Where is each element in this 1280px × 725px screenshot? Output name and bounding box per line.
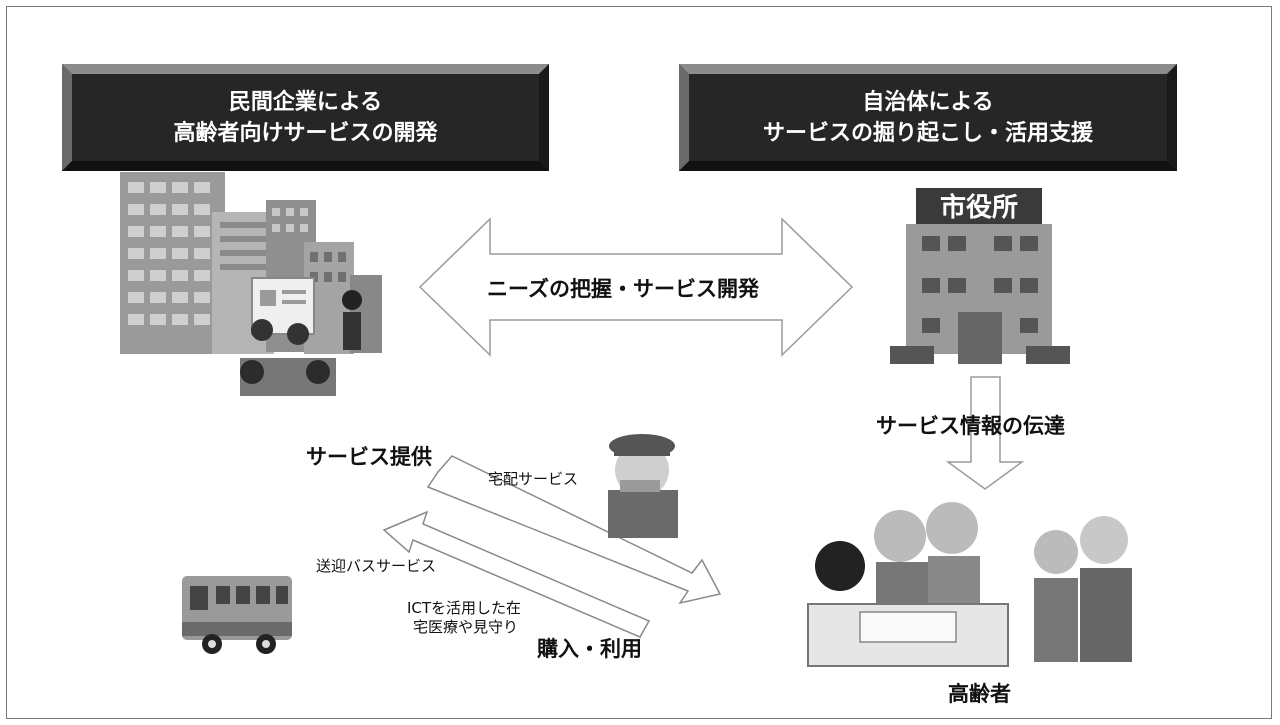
bus-illustration bbox=[182, 576, 292, 654]
delivery-service-label: 宅配サービス bbox=[488, 470, 579, 488]
ict-label-line2: 宅医療や見守り bbox=[413, 618, 519, 636]
shuttle-bus-label: 送迎バスサービス bbox=[316, 557, 437, 575]
city-hall-illustration bbox=[890, 188, 1070, 364]
diagram-frame bbox=[6, 6, 1272, 719]
city-hall-sign: 市役所 bbox=[940, 192, 1018, 223]
needs-double-arrow bbox=[418, 217, 854, 357]
elderly-consultation-illustration bbox=[807, 502, 1132, 667]
service-provision-label: サービス提供 bbox=[306, 445, 432, 469]
private-box-line1: 民間企業による bbox=[228, 89, 383, 115]
service-provision-arrow bbox=[426, 455, 722, 605]
municipality-box-line2: サービスの掘り起こし・活用支援 bbox=[762, 120, 1093, 146]
bevel-frame bbox=[62, 64, 549, 171]
municipality-box: 自治体による サービスの掘り起こし・活用支援 bbox=[679, 64, 1177, 171]
info-arrow-label: サービス情報の伝達 bbox=[876, 414, 1065, 438]
purchase-use-arrow bbox=[382, 510, 651, 638]
municipality-box-line1: 自治体による bbox=[862, 89, 994, 115]
private-box-line2: 高齢者向けサービスの開発 bbox=[173, 120, 438, 146]
elderly-label: 高齢者 bbox=[948, 682, 1011, 706]
ict-label-line1: ICTを活用した在 bbox=[407, 599, 522, 617]
bevel-frame bbox=[679, 64, 1177, 171]
needs-arrow-label: ニーズの把握・サービス開発 bbox=[487, 277, 759, 301]
office-buildings-illustration bbox=[120, 172, 382, 396]
info-down-arrow bbox=[945, 376, 1025, 490]
delivery-worker-illustration bbox=[608, 434, 678, 538]
purchase-use-label: 購入・利用 bbox=[537, 637, 642, 661]
private-companies-box: 民間企業による 高齢者向けサービスの開発 bbox=[62, 64, 549, 171]
